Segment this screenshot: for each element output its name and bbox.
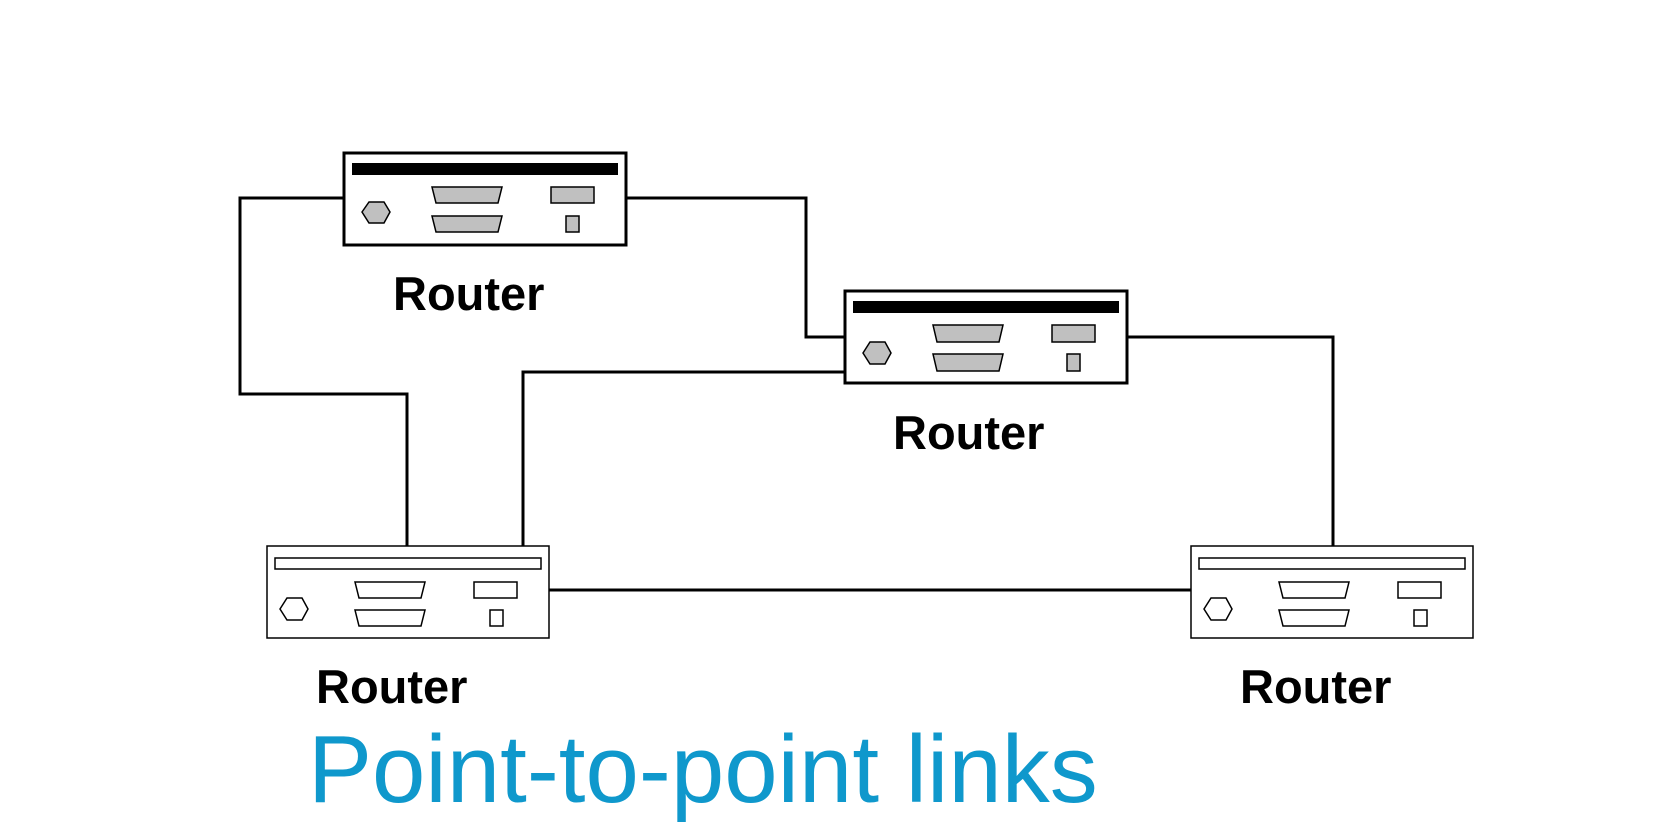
router-icon	[1190, 545, 1474, 639]
router-icon	[342, 151, 628, 247]
link-middle-router-to-bottom-right-router	[1127, 335, 1335, 546]
router-icon	[843, 289, 1129, 385]
router-label: Router	[893, 406, 1045, 459]
router-label: Router	[393, 267, 545, 320]
router-label: Router	[316, 660, 468, 713]
router-icon	[266, 545, 550, 639]
link-middle-router-to-bottom-left-router	[521, 370, 845, 546]
diagram-caption: Point-to-point links	[308, 716, 1098, 823]
link-top-router-to-middle-router	[626, 196, 845, 339]
router-label: Router	[1240, 660, 1392, 713]
link-top-router-to-bottom-left-router	[238, 196, 409, 546]
